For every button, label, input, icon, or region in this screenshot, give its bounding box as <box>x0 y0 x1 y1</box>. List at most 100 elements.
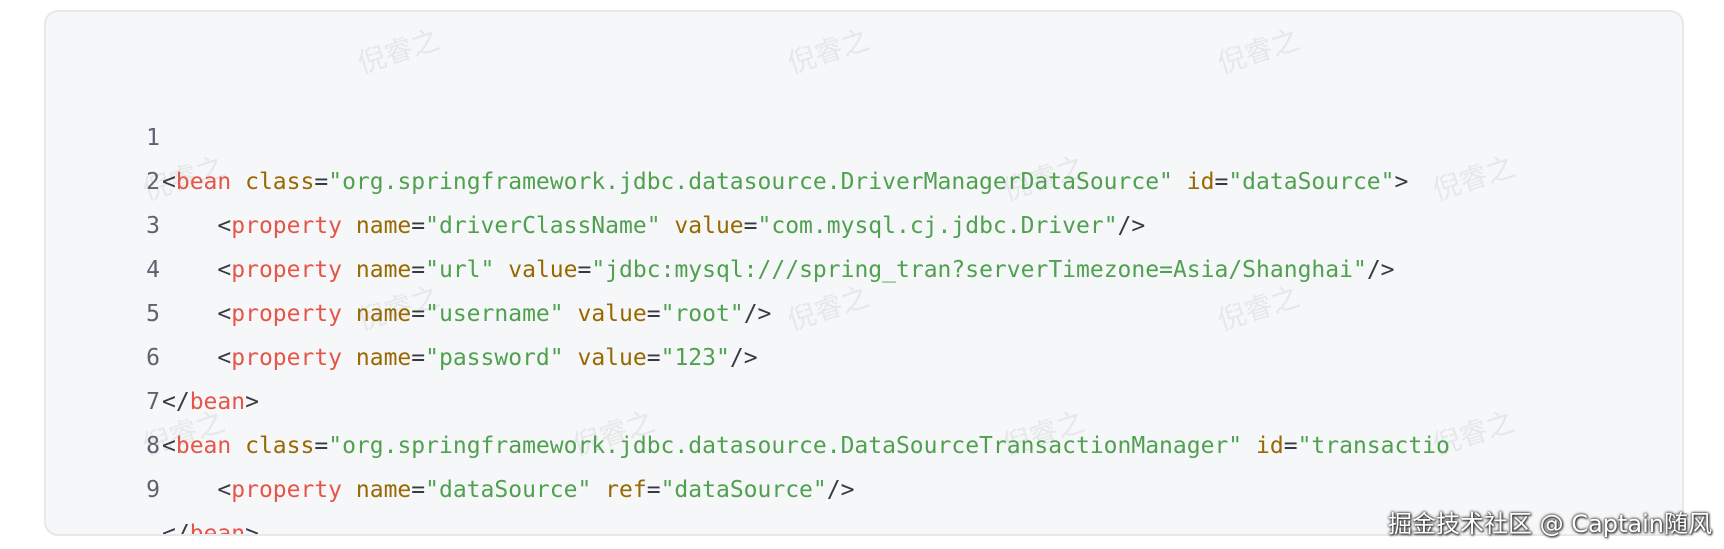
attribute-name: value <box>577 301 647 327</box>
tag-name: property <box>231 213 343 239</box>
string-value: "root" <box>660 301 744 327</box>
tag-name: bean <box>189 521 246 536</box>
punctuation: < <box>162 213 232 239</box>
punctuation: < <box>162 169 176 195</box>
punctuation: = <box>411 345 426 371</box>
punctuation: = <box>411 477 426 503</box>
tag-name: bean <box>189 389 246 415</box>
line-source: <property name="username" value="root"/> <box>162 292 771 336</box>
punctuation <box>591 477 605 503</box>
code-line: 2 <property name="driverClassName" value… <box>46 116 1682 239</box>
line-source: </bean> <box>162 380 259 424</box>
punctuation: /> <box>1366 257 1395 283</box>
code-block: 倪睿之 倪睿之 倪睿之 倪睿之 倪睿之 倪睿之 倪睿之 倪睿之 倪睿之 倪睿之 … <box>44 10 1684 536</box>
line-number: 9 <box>146 477 160 503</box>
line-source: <property name="driverClassName" value="… <box>162 204 1145 248</box>
punctuation: = <box>314 433 329 459</box>
punctuation: = <box>1283 433 1298 459</box>
string-value: "transactio <box>1297 433 1450 459</box>
code-line: 3 <property name="url" value="jdbc:mysql… <box>46 160 1682 283</box>
line-source: <property name="password" value="123"/> <box>162 336 758 380</box>
punctuation: = <box>411 257 426 283</box>
string-value: "dataSource" <box>425 477 592 503</box>
punctuation: < <box>162 477 232 503</box>
code-lines: 1 <bean class="org.springframework.jdbc.… <box>46 72 1682 534</box>
attribute-name: class <box>245 433 315 459</box>
punctuation: = <box>646 477 661 503</box>
string-value: "url" <box>425 257 495 283</box>
tag-name: bean <box>175 169 232 195</box>
string-value: "driverClassName" <box>425 213 661 239</box>
line-source: <bean class="org.springframework.jdbc.da… <box>162 424 1450 468</box>
string-value: "dataSource" <box>660 477 827 503</box>
tag-name: bean <box>175 433 232 459</box>
code-line: 1 <bean class="org.springframework.jdbc.… <box>46 72 1682 195</box>
line-number: 6 <box>146 345 160 371</box>
tag-name: property <box>231 301 343 327</box>
tag-name: property <box>231 345 343 371</box>
punctuation: </ <box>162 389 190 415</box>
line-number: 1 <box>146 125 160 151</box>
string-value: "username" <box>425 301 564 327</box>
punctuation: /> <box>729 345 758 371</box>
punctuation: /> <box>743 301 772 327</box>
attribute-name: name <box>355 345 412 371</box>
punctuation: < <box>162 257 232 283</box>
attribute-name: name <box>355 301 412 327</box>
attribute-name: name <box>355 257 412 283</box>
line-number: 4 <box>146 257 160 283</box>
punctuation: = <box>411 213 426 239</box>
attribute-name: value <box>508 257 578 283</box>
string-value: "dataSource" <box>1228 169 1395 195</box>
punctuation: /> <box>826 477 855 503</box>
attribute-name: value <box>577 345 647 371</box>
string-value: "org.springframework.jdbc.datasource.Dri… <box>328 169 1173 195</box>
attribute-name: value <box>674 213 744 239</box>
punctuation: < <box>162 433 176 459</box>
code-line: 7 <bean class="org.springframework.jdbc.… <box>46 336 1682 459</box>
attribute-name: name <box>355 213 412 239</box>
code-line: 4 <property name="username" value="root"… <box>46 204 1682 327</box>
code-line: 6 </bean> <box>46 292 1682 415</box>
punctuation: = <box>743 213 758 239</box>
line-number: 5 <box>146 301 160 327</box>
punctuation: /> <box>1117 213 1146 239</box>
line-source: <property name="url" value="jdbc:mysql:/… <box>162 248 1395 292</box>
code-line: 5 <property name="password" value="123"/… <box>46 248 1682 371</box>
line-number: 7 <box>146 389 160 415</box>
punctuation <box>342 477 356 503</box>
punctuation: = <box>646 345 661 371</box>
site-credit: 掘金技术社区 @ Captain随风 <box>1388 510 1712 538</box>
line-number: 2 <box>146 169 160 195</box>
punctuation: </ <box>162 521 190 536</box>
code-line: 9 </bean> <box>46 424 1682 534</box>
punctuation: > <box>1394 169 1409 195</box>
attribute-name: id <box>1186 169 1215 195</box>
line-source: <property name="dataSource" ref="dataSou… <box>162 468 854 512</box>
punctuation: = <box>314 169 329 195</box>
punctuation: > <box>245 389 259 415</box>
punctuation: < <box>162 345 232 371</box>
punctuation: < <box>162 301 232 327</box>
line-source: </bean> <box>162 512 259 536</box>
string-value: "org.springframework.jdbc.datasource.Dat… <box>328 433 1243 459</box>
attribute-name: name <box>355 477 412 503</box>
string-value: "jdbc:mysql:///spring_tran?serverTimezon… <box>591 257 1367 283</box>
attribute-name: id <box>1256 433 1284 459</box>
punctuation: = <box>646 301 661 327</box>
punctuation: = <box>1214 169 1229 195</box>
punctuation: = <box>577 257 592 283</box>
string-value: "123" <box>660 345 730 371</box>
tag-name: property <box>231 257 343 283</box>
code-line: 8 <property name="dataSource" ref="dataS… <box>46 380 1682 503</box>
attribute-name: class <box>245 169 315 195</box>
line-number: 3 <box>146 213 160 239</box>
string-value: "password" <box>425 345 564 371</box>
string-value: "com.mysql.cj.jdbc.Driver" <box>757 213 1118 239</box>
tag-name: property <box>231 477 343 503</box>
punctuation: > <box>245 521 259 536</box>
line-number: 8 <box>146 433 160 459</box>
line-source: <bean class="org.springframework.jdbc.da… <box>162 160 1408 204</box>
punctuation: = <box>411 301 426 327</box>
attribute-name: ref <box>605 477 647 503</box>
